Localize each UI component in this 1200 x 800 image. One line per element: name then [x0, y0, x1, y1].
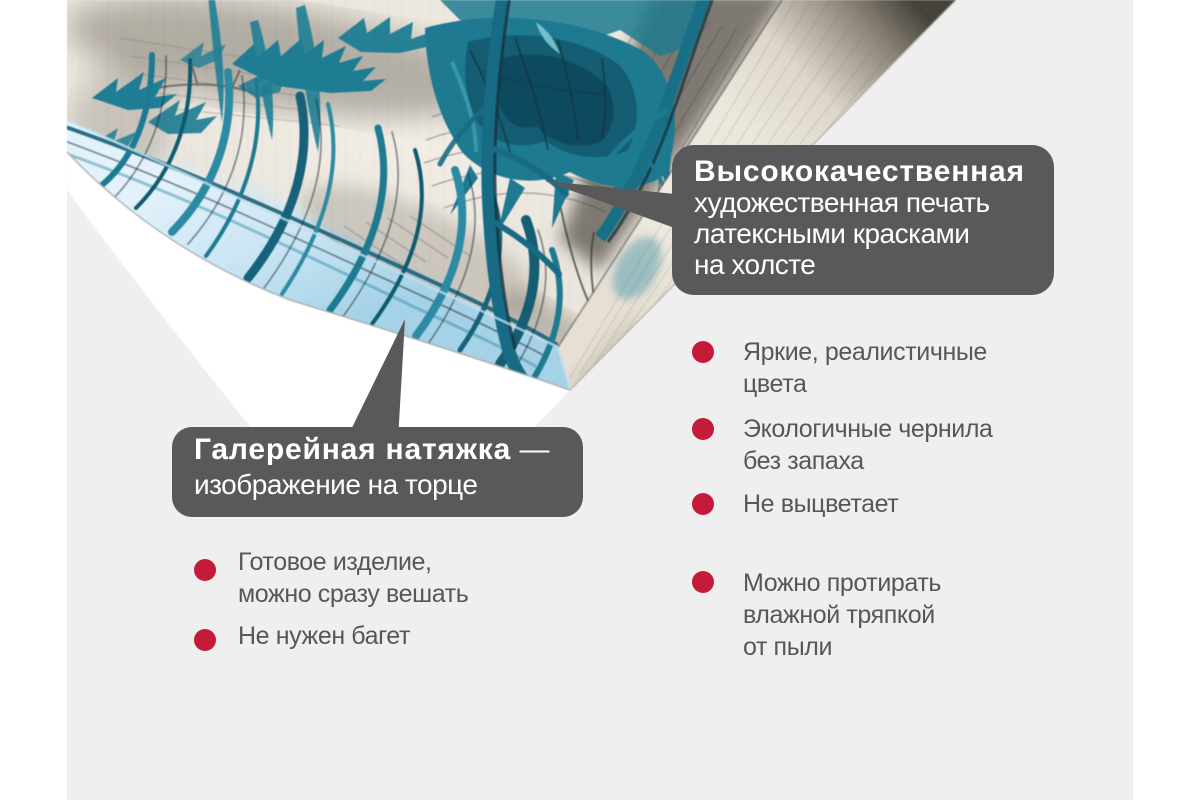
callout-print-line: художественная печать [694, 187, 990, 218]
feature-line: без запаха [743, 447, 864, 475]
callout-stretch-dash: — [511, 433, 550, 466]
bullet-dot [194, 559, 216, 581]
feature-line: цвета [743, 370, 807, 398]
callout-stretch: Галерейная натяжка — изображение на торц… [172, 427, 583, 517]
callout-stretch-title: Галерейная натяжка [194, 433, 512, 466]
canvas-side-left [67, 120, 570, 390]
callout-print-line: на холсте [694, 249, 816, 280]
callout-stretch-title-line: Галерейная натяжка — [194, 432, 549, 467]
bullet-dot [692, 418, 714, 440]
artwork-drooping-strands [67, 0, 569, 390]
feature-line: Можно протирать [743, 569, 942, 597]
feature-line: Готовое изделие, [238, 548, 432, 576]
bullet-dot [194, 629, 216, 651]
bullet-dot [692, 493, 714, 515]
callout-print-tail [545, 181, 705, 239]
callout-stretch-line: изображение на торце [194, 469, 478, 500]
photo-white-backdrop [67, 152, 570, 429]
feature-line: от пыли [743, 633, 833, 661]
callout-print: Высококачественная художественная печать… [672, 145, 1054, 295]
callout-print-title: Высококачественная [694, 155, 1025, 188]
canvas-edges [66, 0, 957, 391]
artwork-crease-branch [595, 0, 716, 243]
feature-text: Не нужен багет [238, 620, 410, 652]
bullet-dot [692, 571, 714, 593]
callout-stretch-tail [346, 319, 405, 440]
feature-line: Яркие, реалистичные [743, 338, 987, 366]
artwork-main-branch [437, 0, 569, 390]
feature-line: влажной тряпкой [743, 601, 935, 629]
bullet-dot [692, 341, 714, 363]
feature-line: можно сразу вешать [238, 580, 469, 608]
feature-text: Яркие, реалистичные цвета [743, 336, 987, 400]
feature-line: Не выцветает [743, 490, 899, 518]
feature-text: Экологичные чернила без запаха [743, 413, 993, 477]
feature-text: Можно протирать влажной тряпкой от пыли [743, 567, 941, 663]
feature-line: Не нужен багет [238, 622, 411, 650]
feature-line: Экологичные чернила [743, 415, 993, 443]
callout-print-line: латексными красками [694, 218, 970, 249]
callout-print-text: Высококачественная художественная печать… [694, 156, 1025, 280]
callout-stretch-text: Галерейная натяжка — изображение на торц… [194, 432, 549, 502]
feature-text: Готовое изделие, можно сразу вешать [238, 546, 469, 610]
feature-text: Не выцветает [743, 488, 899, 520]
